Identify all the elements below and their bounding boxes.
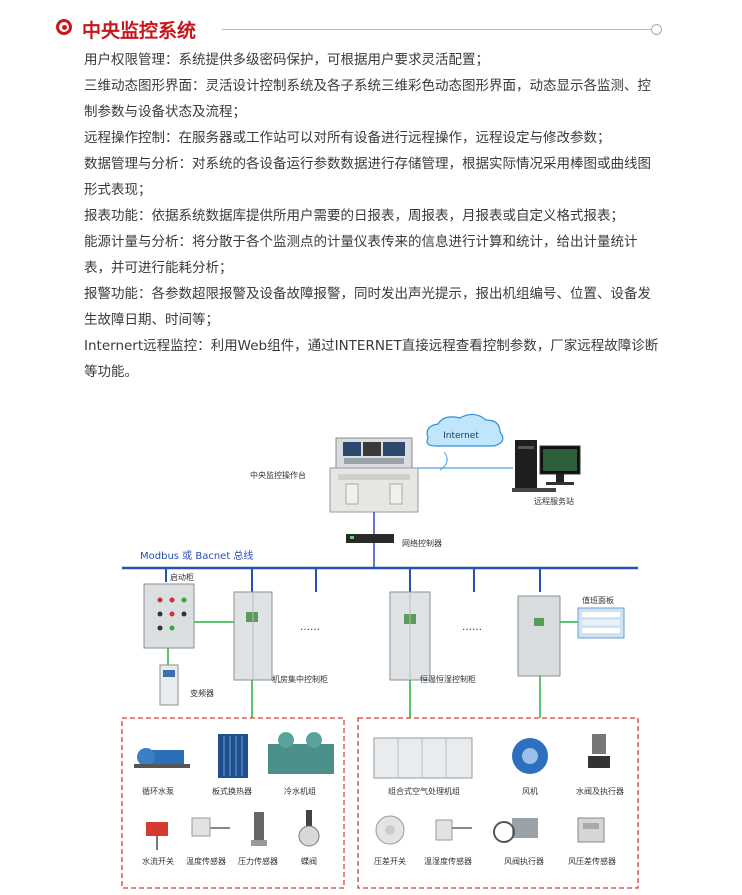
humidity-sensor-icon <box>435 819 472 841</box>
feature-paragraph: 用户权限管理：系统提供多级密码保护，可根据用户要求灵活配置； <box>84 52 489 68</box>
heat-exchanger-icon <box>218 734 248 778</box>
device-label: 循环水泵 <box>142 786 174 796</box>
cloud-link <box>439 451 448 471</box>
feature-paragraph: 三维动态图形界面：灵活设计控制系统及各子系统三维彩色动态图形界面，动态显示各监测… <box>84 78 651 120</box>
device-label: 温湿度传感器 <box>424 856 472 866</box>
bus-label: Modbus 或 Bacnet 总线 <box>140 549 253 562</box>
feature-paragraph: 报警功能：各参数超限报警及设备故障报警，同时发出声光提示，报出机组编号、位置、设… <box>84 286 651 328</box>
device-label: 风阀执行器 <box>504 856 544 866</box>
pressure-switch-icon <box>375 815 405 845</box>
inverter-label: 变频器 <box>190 688 214 698</box>
circle-bullet-icon <box>56 19 72 35</box>
duty-panel <box>577 607 625 639</box>
cloud-label: Internet <box>443 431 479 441</box>
air-pressure-sensor-icon <box>577 817 605 843</box>
feature-paragraph: 数据管理与分析：对系统的各设备运行参数数据进行存储管理，根据实际情况采用棒图或曲… <box>84 156 651 198</box>
field-cabinet <box>517 595 561 677</box>
water-valve-icon <box>588 734 610 768</box>
temperature-sensor-icon <box>191 817 230 837</box>
device-label: 风压差传感器 <box>568 856 616 866</box>
feature-paragraph: 能源计量与分析：将分散于各个监测点的计量仪表传来的信息进行计算和统计，给出计量统… <box>84 234 638 276</box>
device-label: 压力传感器 <box>238 856 278 866</box>
device-label: 水流开关 <box>142 856 174 866</box>
fan-icon <box>512 738 548 774</box>
machine-cabinet-label: 机房集中控制柜 <box>272 674 328 684</box>
inverter <box>159 664 179 706</box>
right-equipment-group <box>357 717 639 889</box>
device-label: 风机 <box>522 786 538 796</box>
left-equipment-group <box>121 717 345 889</box>
device-label: 水阀及执行器 <box>576 786 624 796</box>
header-end-circle-icon <box>651 24 662 35</box>
device-label: 蝶阀 <box>301 856 317 866</box>
chiller-icon <box>268 732 334 774</box>
remote-server <box>512 440 581 492</box>
section-title: 中央监控系统 <box>82 20 197 42</box>
panel-label: 值班面板 <box>582 595 614 605</box>
damper-actuator-icon <box>493 818 538 843</box>
flow-switch-icon <box>146 822 168 850</box>
machine-room-cabinet <box>233 591 273 681</box>
header-divider <box>222 29 654 30</box>
butterfly-valve-icon <box>298 810 320 847</box>
device-label: 板式换热器 <box>212 786 252 796</box>
system-topology-diagram: 中央监控操作台 Internet 远程服务站 网络控制器 Modbus 或 Ba… <box>121 413 639 889</box>
internet-cloud-icon <box>426 413 504 447</box>
section-header: 中央监控系统 <box>52 14 662 46</box>
device-label: 压差开关 <box>374 856 406 866</box>
pump-icon <box>134 748 190 768</box>
device-label: 温度传感器 <box>186 856 226 866</box>
air-handling-unit-icon <box>373 737 473 779</box>
hvac-cabinet <box>389 591 431 681</box>
network-controller <box>346 534 394 543</box>
device-label: 冷水机组 <box>284 786 316 796</box>
feature-paragraph: Internert远程监控：利用Web组件，通过INTERNET直接远程查看控制… <box>84 338 659 380</box>
device-label: 组合式空气处理机组 <box>388 786 460 796</box>
central-console <box>329 437 419 513</box>
console-label: 中央监控操作台 <box>250 470 306 480</box>
server-label: 远程服务站 <box>534 496 574 506</box>
starter-label: 启动柜 <box>170 572 194 582</box>
ellipsis: …… <box>462 622 482 633</box>
starter-cabinet <box>143 583 195 649</box>
ellipsis: …… <box>300 622 320 633</box>
hvac-cabinet-label: 恒温恒湿控制柜 <box>420 674 476 684</box>
feature-description: 用户权限管理：系统提供多级密码保护，可根据用户要求灵活配置； 三维动态图形界面：… <box>84 47 664 385</box>
network-controller-label: 网络控制器 <box>402 538 442 548</box>
feature-paragraph: 报表功能：依据系统数据库提供所用户需要的日报表，周报表，月报表或自定义格式报表； <box>84 208 624 224</box>
feature-paragraph: 远程操作控制：在服务器或工作站可以对所有设备进行远程操作，远程设定与修改参数； <box>84 130 611 146</box>
pressure-sensor-icon <box>251 812 267 846</box>
